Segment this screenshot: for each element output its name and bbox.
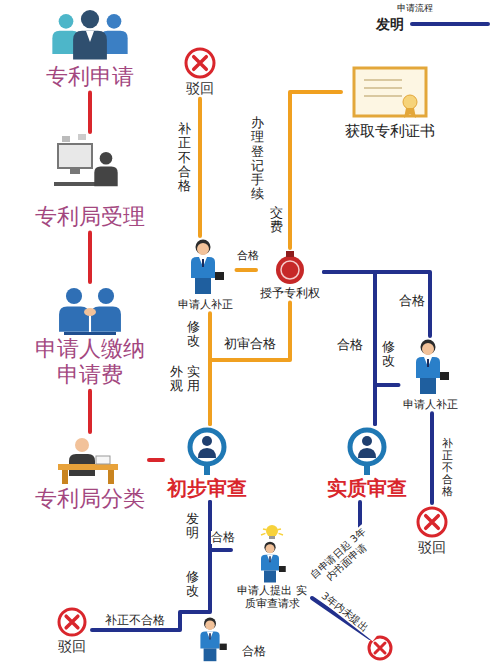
review-node: 初步审查	[163, 424, 251, 502]
edge-label: 合格	[211, 531, 235, 544]
node-icon	[270, 250, 310, 286]
flow-connector	[198, 99, 202, 236]
node-text: 专利局分类	[35, 486, 145, 512]
node-text: 申请人缴纳 申请费	[28, 336, 152, 389]
applicant-node: 申请人补正	[174, 236, 237, 313]
flow-connector	[149, 458, 163, 462]
edge-label: 办理登记手续	[251, 116, 264, 202]
edge-label: 合格	[237, 250, 259, 262]
applicant-node: 申请人提出 实质审查请求	[231, 520, 313, 612]
step-box: 专利局分类	[31, 432, 149, 514]
node-text: 实质审查	[327, 476, 407, 500]
edge-label: 合格	[399, 294, 425, 308]
flow-connector	[324, 272, 375, 424]
flow-connector	[92, 502, 210, 630]
legend-line	[410, 19, 490, 29]
edge-label: 初审合格	[224, 337, 276, 351]
node-text: 申请人补正	[178, 298, 233, 311]
certificate-node: 获取专利证书	[341, 62, 439, 142]
flow-connector	[210, 302, 290, 424]
edge-label: 补正不合格	[105, 614, 165, 627]
flow-connector	[88, 391, 92, 432]
flow-label: 交费	[270, 206, 283, 235]
applicant-figure	[200, 618, 226, 662]
node-icon	[415, 505, 449, 539]
node-text: 驳回	[415, 539, 449, 556]
reject-node: 驳回	[52, 604, 92, 657]
patent-type: 实用	[187, 365, 200, 394]
node-icon	[183, 46, 217, 80]
node-icon	[247, 522, 297, 584]
edge-label: 补正不合格	[178, 122, 191, 193]
edge-label: 补正不合格	[442, 438, 453, 498]
legend-row: 发明	[376, 16, 490, 33]
flow-label: 修改	[186, 570, 199, 599]
edge-label: 自申请日起 3年内书面申请	[307, 524, 377, 591]
node-icon	[350, 64, 430, 122]
node-icon	[185, 238, 225, 298]
node-text: 获取专利证书	[345, 122, 435, 140]
node-text: 授予专利权	[260, 286, 320, 300]
edge-label: 修改	[187, 320, 200, 349]
node-text: 专利申请	[46, 64, 134, 90]
node-icon	[56, 606, 88, 638]
node-icon	[342, 426, 392, 476]
edge-label: 修改	[382, 340, 395, 369]
flow-connector	[88, 92, 92, 132]
node-icon	[52, 434, 128, 486]
flow-connector	[237, 268, 257, 272]
node-icon	[52, 284, 128, 336]
node-icon	[410, 338, 450, 398]
node-icon	[48, 6, 132, 64]
node-text: 初步审查	[167, 476, 247, 500]
node-icon	[52, 134, 128, 204]
edge-label: 合格	[337, 338, 363, 352]
node-text: 驳回	[56, 638, 88, 655]
grant-node: 授予专利权	[256, 248, 324, 302]
legend-text: 发明	[376, 16, 404, 33]
legend-caption: 申请流程	[397, 4, 433, 14]
patent-type: 发明	[186, 512, 199, 541]
reject-node: 驳回	[179, 44, 221, 99]
step-box: 专利局受理	[31, 132, 149, 232]
step-box: 申请人缴纳 申请费	[24, 282, 156, 391]
flow-connector	[88, 232, 92, 282]
flow-connector	[324, 272, 430, 336]
flow-connector	[290, 92, 341, 248]
review-node: 实质审查	[323, 424, 411, 502]
node-text: 专利局受理	[35, 204, 145, 230]
flow-label: 3年内未提出	[310, 583, 380, 641]
flow-connector	[375, 385, 399, 424]
node-text: 申请人补正	[403, 398, 458, 411]
applicant-node: 申请人补正	[399, 336, 462, 413]
flow-connector	[430, 413, 434, 503]
patent-type: 外观	[170, 365, 183, 394]
node-text: 申请人提出 实质审查请求	[235, 584, 309, 610]
step-box: 专利申请	[42, 4, 138, 92]
reject-node: 驳回	[411, 503, 453, 558]
node-text: 驳回	[183, 80, 217, 97]
node-icon	[182, 426, 232, 476]
reject-mark	[312, 598, 391, 659]
flow-label: 合格	[242, 645, 266, 658]
